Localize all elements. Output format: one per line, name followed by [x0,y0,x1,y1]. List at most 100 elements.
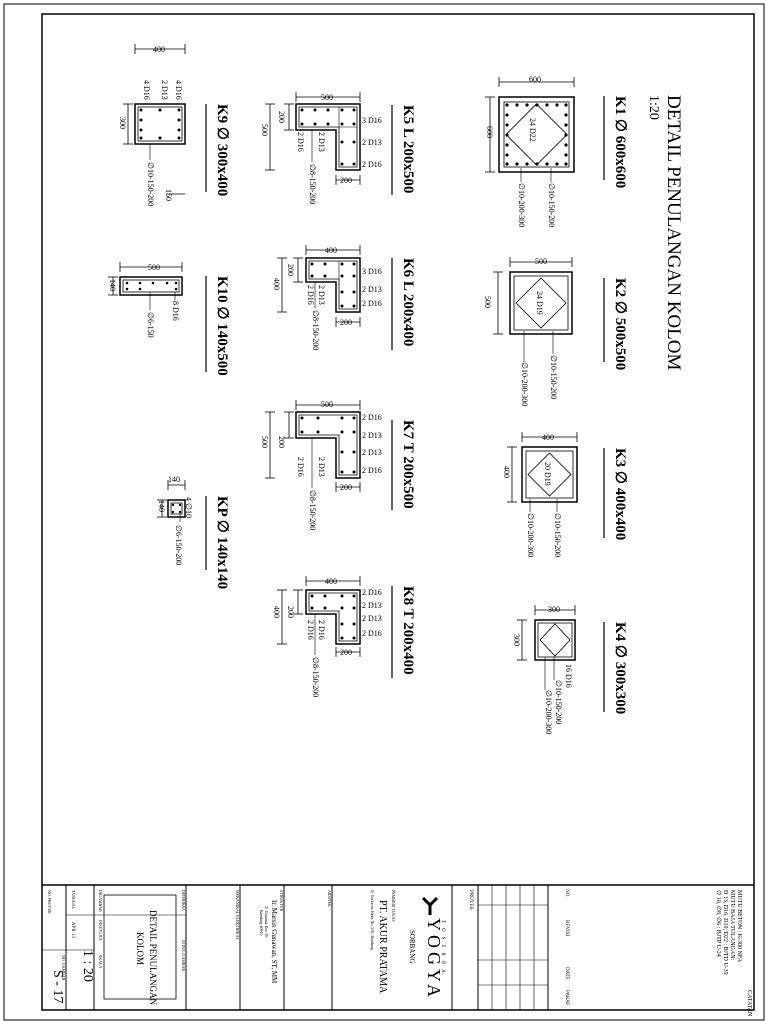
logo-text: YOGYA [424,918,444,1001]
architect-label: ARSITEK [327,890,332,907]
column-k5-label: K5 L 200x500 [400,105,416,193]
client-label: PEMBERI TUGAS [391,890,396,922]
column-k8-label: K8 T 200x400 [400,586,416,675]
column-k8-bar-2: 2 D13 [362,601,382,610]
column-k3-stirrup-2: ∅10-200-300 [526,513,535,557]
column-k3-height-dim: 400 [502,466,511,478]
column-k8-bottom-dim: 200 [340,648,352,657]
column-k5-side-dim-b: 500 [260,124,269,136]
engineer-address-2: Bandung 40615 [259,910,264,935]
column-k6-label: K6 L 200x400 [400,258,416,346]
column-k8-bar-4: 2 D16 [362,629,382,638]
column-k7-bar-4: 2 D16 [362,466,382,475]
column-k4-stirrup-2: ∅10-200-300 [544,690,553,734]
column-k2: K2 ∅ 500x500 24 D19 500 500 ∅10-150-200 … [483,257,628,406]
column-k9-small-dim: 150 [164,189,173,201]
column-k4-label: K4 ∅ 300x300 [612,622,628,714]
column-k7-bar-3: 2 D13 [362,448,382,457]
column-k7-bottom-dim: 200 [340,483,352,492]
column-k6-top-dim: 400 [325,246,337,255]
column-kp-bars: 4 ∅10 [184,497,193,518]
column-k1-bars: 24 D22 [528,118,537,142]
column-k5-bar-3: 2 D16 [362,160,382,169]
column-k8-side-dim-a: 200 [286,606,295,618]
column-k5-bottom-dim: 200 [340,176,352,185]
column-k1-stirrup-1: ∅10-150-200 [547,183,556,227]
column-kp-section [167,499,186,518]
column-k6-stirrup: ∅8-150-200 [311,310,320,350]
column-k4-height-dim: 300 [512,634,521,646]
column-k3: K3 ∅ 400x400 20 D19 400 400 ∅10-150-200 … [502,432,628,557]
sheet-no: S - 17 [50,970,65,1003]
note-3: D 13, D16, D19, D22 : BJTD U-39 [722,890,728,975]
column-k8-inner-2: 2 D16 [306,620,315,640]
sheet-border [3,3,765,1021]
drawing-title-line-2: KOLOM [135,932,145,965]
column-k5-top-dim: 500 [321,93,333,102]
column-k6-inner-2: 2 D16 [306,285,315,305]
title-block [42,885,549,1010]
column-k2-label: K2 ∅ 500x500 [612,278,628,370]
column-k3-section [521,446,578,503]
drawing-area: DETAIL PENULANGAN KOLOM 1:20 K1 ∅ 600x60… [108,44,684,734]
column-kp: KP ∅ 140x140 140 140 4 ∅10 ∅6-150-200 [157,475,230,589]
column-k10: K10 ∅ 140x500 500 140 8 D16 ∅6-150 [108,262,230,376]
column-k8-stirrup: ∅8-150-200 [311,657,320,697]
column-k7-section [295,411,361,479]
column-k1-section [498,96,575,173]
column-k6-bar-1: 3 D16 [362,267,382,276]
rev-col-no: NO. [564,889,569,897]
column-k3-stirrup-1: ∅10-150-200 [553,513,562,557]
column-k10-section [119,276,183,296]
column-k8-side-dim-b: 400 [272,606,281,618]
column-k9: K9 ∅ 300x400 400 300 4 D16 2 D13 4 D16 ∅… [118,44,230,206]
column-k4-width-dim: 300 [548,605,560,614]
column-k8-top-dim: 400 [325,577,337,586]
column-k1: K1 ∅ 600x600 24 D22 600 600 ∅10-150-200 … [485,75,628,227]
column-k3-width-dim: 400 [542,433,554,442]
drawing-title-label: JUDUL GAMBAR [181,940,186,971]
column-k4-stirrup-1: ∅10-150-200 [554,680,563,724]
column-k7-stirrup: ∅8-150-200 [308,490,317,530]
column-k9-section [134,103,186,145]
scale-label: SKALA [98,955,103,968]
rev-col-date: DATE [564,967,569,980]
date-label: TANGGAL [71,890,76,910]
project-location: SORBANG [408,930,416,963]
rev-col-paraf: PARAF [564,990,569,1006]
note-4: ∅ 10, ∅8, ∅6 : BJTP U-24 [715,890,722,957]
column-k6-bar-3: 2 D16 [362,299,382,308]
column-k4: K4 ∅ 300x300 300 300 16 D16 ∅10-150-200 … [512,605,628,734]
client-name: PT. AKUR PRATAMA [377,900,388,994]
column-k6-bottom-dim: 200 [340,318,352,327]
column-kp-top-dim: 140 [168,475,180,484]
column-k7-bar-2: 2 D13 [362,431,382,440]
column-k10-stirrup: ∅6-150 [146,312,155,338]
rev-col-revisi: REVISI [564,920,569,936]
column-k5-bar-1: 3 D16 [362,116,382,125]
column-k6-section [305,257,361,313]
project-label: PROYEK [468,890,473,910]
drawing-frame [41,13,755,1011]
column-k7-side-dim-b: 500 [260,436,269,448]
column-k5-inner-1: 2 D13 [317,132,326,152]
note-2: MUTU BAJA TULANGAN: [729,890,735,961]
mep-label: MEKANIKAL ELEKTRIKAL [235,890,240,941]
column-kp-side-dim: 140 [157,500,166,512]
engineer-name: Ir. Marsin Gunawan, ST, MM [270,900,278,984]
drawing-scale: 1:20 [646,95,661,120]
column-k5-section [295,103,361,171]
column-k7-side-dim-a: 200 [277,436,286,448]
column-k10-side-dim: 140 [108,279,117,291]
engineer-address-1: Jl. Cinunuk Km. 85 [264,906,269,937]
column-k8-bar-3: 2 D13 [362,614,382,623]
column-k9-stirrup: ∅10-150-200 [146,162,155,206]
approved-label: DISETUJUI [98,920,103,941]
checked-label: DIPERIKSA [181,890,186,911]
column-k7-inner-2: 2 D16 [296,457,305,477]
notes-header: CATATAN [746,990,752,1017]
column-k1-width-dim: 600 [529,75,541,84]
sheet-no-label: NO. GAMBAR [61,955,66,981]
scale-value: 1 : 20 [80,950,95,982]
